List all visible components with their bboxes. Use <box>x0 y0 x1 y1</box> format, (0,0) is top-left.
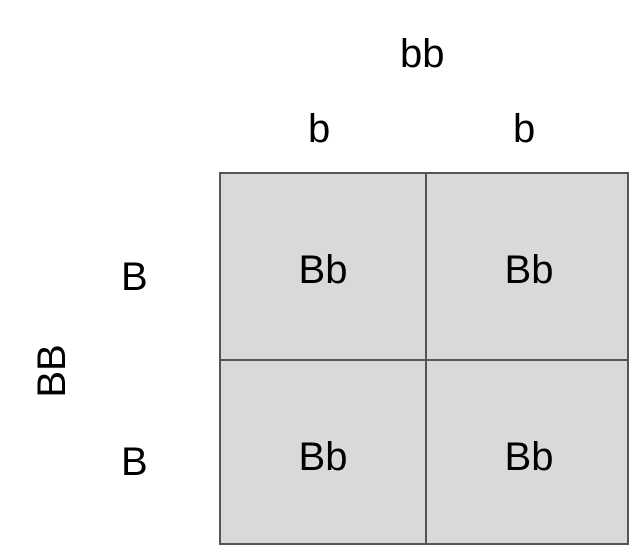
offspring-cell-2-2: Bb <box>504 435 554 479</box>
punnett-square-grid: Bb Bb Bb Bb <box>219 172 629 545</box>
top-allele-2: b <box>513 107 536 151</box>
left-allele-1: B <box>121 255 148 299</box>
offspring-cell-1-1: Bb <box>298 248 348 292</box>
left-parent-genotype: BB <box>30 344 74 398</box>
offspring-cell-1-2: Bb <box>504 248 554 292</box>
grid-vertical-divider <box>425 174 427 543</box>
left-allele-2: B <box>121 440 148 484</box>
offspring-cell-2-1: Bb <box>298 435 348 479</box>
top-parent-genotype: bb <box>400 32 445 76</box>
top-allele-1: b <box>308 107 331 151</box>
grid-horizontal-divider <box>221 359 627 361</box>
